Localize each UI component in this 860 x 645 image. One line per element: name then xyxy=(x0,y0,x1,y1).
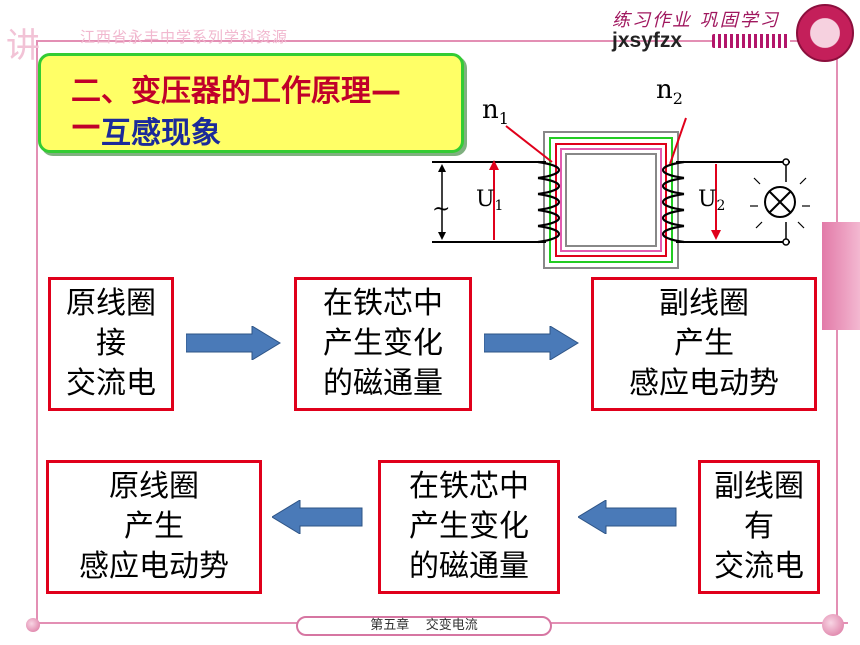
title-line2: 互感现象 xyxy=(101,116,221,151)
flow-top-box-2: 在铁芯中 产生变化 的磁通量 xyxy=(294,277,472,411)
u1-label: U1 xyxy=(476,187,503,214)
title-box: 二、变压器的工作原理— — 互感现象 xyxy=(38,53,464,153)
n1-label: n1 xyxy=(482,95,509,128)
secondary-coil xyxy=(662,160,685,244)
title-line1: 二、变压器的工作原理— xyxy=(71,74,401,109)
site-code: jxsyfzx xyxy=(612,29,683,52)
ac-source-symbol: ~ xyxy=(432,197,450,222)
n2-label: n2 xyxy=(656,75,683,108)
flow-arrow-right-1 xyxy=(186,326,281,360)
flux-line-red xyxy=(555,143,667,257)
transformer-diagram: n1 n2 U1 U2 ~ xyxy=(432,75,810,269)
primary-coil xyxy=(537,160,560,244)
title-line2-dash: — xyxy=(71,108,101,143)
flow-arrow-left-2 xyxy=(578,500,677,534)
core-inner xyxy=(565,153,657,247)
school-name: 江西省永丰中学系列学科资源 xyxy=(80,28,289,46)
calligraphy-logo-icon: 讲 xyxy=(6,26,40,66)
flow-bottom-box-2: 在铁芯中 产生变化 的磁通量 xyxy=(378,460,560,594)
flux-line-pink xyxy=(560,148,662,252)
u2-label: U2 xyxy=(698,187,725,214)
side-tab xyxy=(822,222,860,330)
flow-arrow-right-2 xyxy=(484,326,579,360)
slide-frame-right-lower xyxy=(836,330,838,620)
flow-arrow-left-1 xyxy=(272,500,363,534)
flow-top-box-1: 原线圈 接 交流电 xyxy=(48,277,174,411)
flow-bottom-box-1: 原线圈 产生 感应电动势 xyxy=(46,460,262,594)
header-slogan: 练习作业 巩固学习 xyxy=(612,10,780,31)
lamp-icon xyxy=(750,177,810,229)
slide-frame-right xyxy=(836,40,838,222)
school-seal-icon xyxy=(796,4,854,62)
footer-chapter: 第五章 交变电流 xyxy=(296,616,552,636)
flow-top-box-3: 副线圈 产生 感应电动势 xyxy=(591,277,817,411)
flow-bottom-box-3: 副线圈 有 交流电 xyxy=(698,460,820,594)
core-outer xyxy=(543,131,679,269)
footer-dot-right-icon xyxy=(822,614,844,636)
header-stripes xyxy=(712,34,790,48)
flux-line-green xyxy=(549,137,673,263)
footer-dot-left-icon xyxy=(26,618,40,632)
